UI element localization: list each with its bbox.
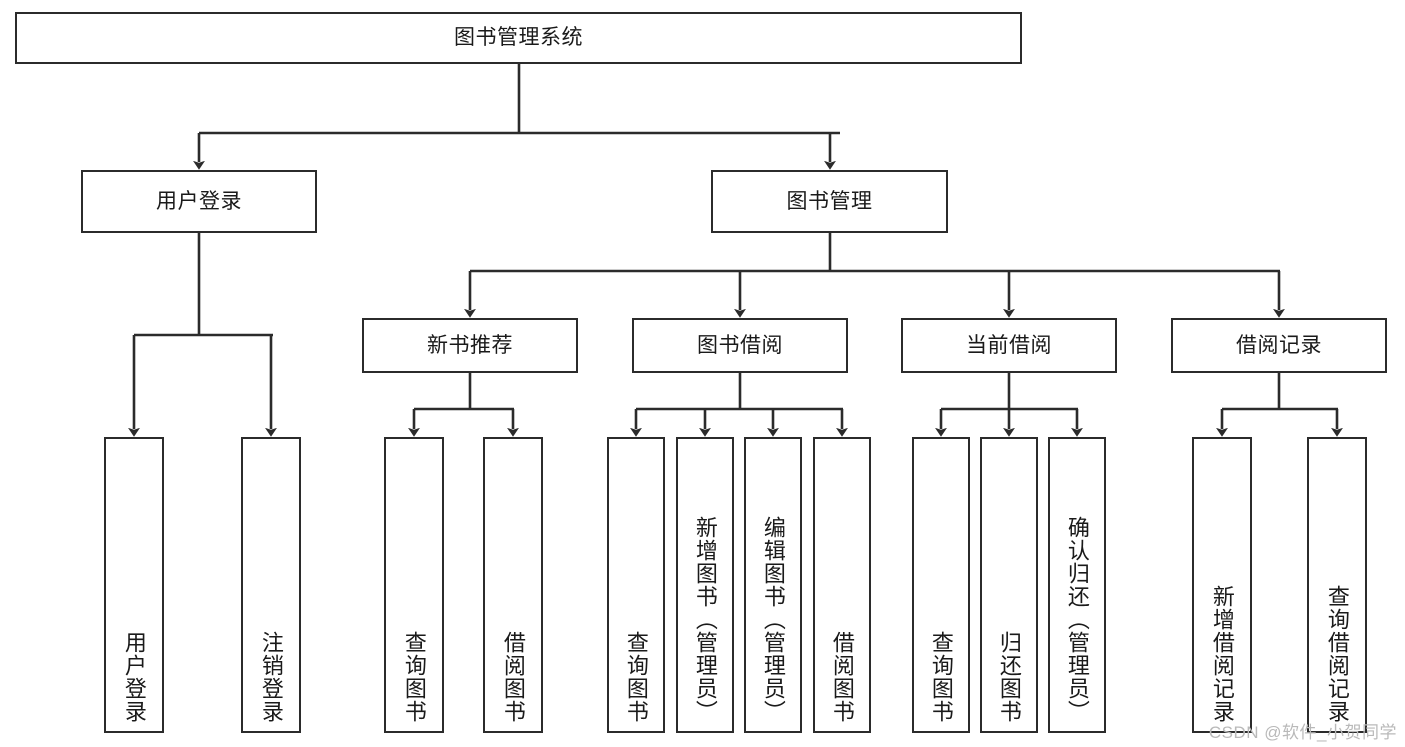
node-new-book-recommendation[interactable]: 新书推荐 [362, 318, 578, 373]
node-leaf-borrow-book-2[interactable]: 借阅图书 [813, 437, 871, 733]
node-label: 图书借阅 [697, 333, 783, 357]
node-leaf-logout[interactable]: 注销登录 [241, 437, 301, 733]
node-user-login[interactable]: 用户登录 [81, 170, 317, 233]
node-leaf-confirm-return-admin[interactable]: 确认归还（管理员） [1048, 437, 1106, 733]
node-leaf-query-book-2[interactable]: 查询图书 [607, 437, 665, 733]
node-label: 查询图书 [401, 631, 427, 723]
node-label: 新增图书（管理员） [692, 516, 718, 723]
node-label: 查询图书 [623, 631, 649, 723]
node-leaf-query-book-1[interactable]: 查询图书 [384, 437, 444, 733]
node-leaf-return-book[interactable]: 归还图书 [980, 437, 1038, 733]
node-label: 编辑图书（管理员） [760, 516, 786, 723]
watermark: CSDN @软件_小贺同学 [1208, 723, 1397, 742]
node-label: 借阅图书 [500, 631, 526, 723]
node-label: 借阅记录 [1236, 333, 1322, 357]
node-root-book-management-system[interactable]: 图书管理系统 [15, 12, 1022, 64]
node-label: 图书管理系统 [454, 26, 583, 50]
node-leaf-add-borrow-record[interactable]: 新增借阅记录 [1192, 437, 1252, 733]
node-label: 用户登录 [121, 631, 147, 723]
node-label: 注销登录 [258, 631, 284, 723]
node-book-management[interactable]: 图书管理 [711, 170, 948, 233]
node-label: 用户登录 [156, 189, 242, 213]
node-label: 新书推荐 [427, 333, 513, 357]
node-label: 图书管理 [786, 189, 873, 213]
node-label: 查询借阅记录 [1324, 585, 1350, 723]
node-label: 借阅图书 [829, 631, 855, 723]
node-label: 确认归还（管理员） [1064, 516, 1090, 723]
node-leaf-query-borrow-record[interactable]: 查询借阅记录 [1307, 437, 1367, 733]
node-label: 查询图书 [928, 631, 954, 723]
node-label: 归还图书 [996, 631, 1022, 723]
node-leaf-borrow-book-1[interactable]: 借阅图书 [483, 437, 543, 733]
node-book-borrowing[interactable]: 图书借阅 [632, 318, 848, 373]
node-leaf-query-book-3[interactable]: 查询图书 [912, 437, 970, 733]
node-leaf-user-login[interactable]: 用户登录 [104, 437, 164, 733]
node-leaf-edit-book-admin[interactable]: 编辑图书（管理员） [744, 437, 802, 733]
node-leaf-add-book-admin[interactable]: 新增图书（管理员） [676, 437, 734, 733]
node-label: 新增借阅记录 [1209, 585, 1235, 723]
node-borrowing-records[interactable]: 借阅记录 [1171, 318, 1387, 373]
node-current-borrowing[interactable]: 当前借阅 [901, 318, 1117, 373]
node-label: 当前借阅 [966, 333, 1052, 357]
